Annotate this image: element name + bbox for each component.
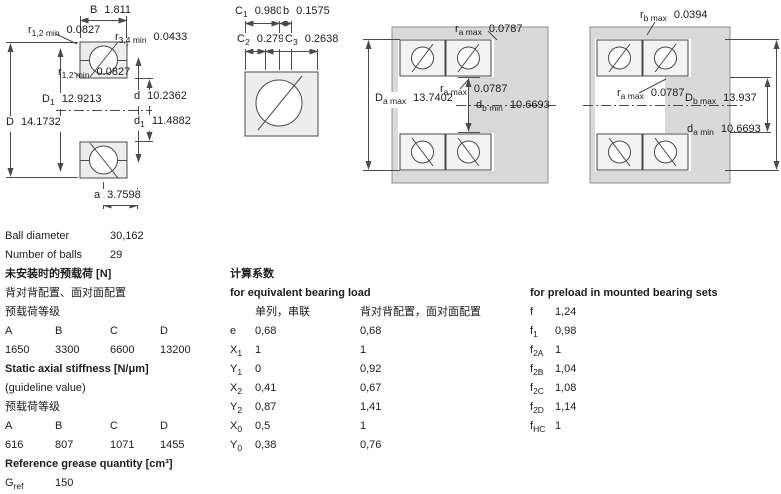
factor-row-value: 1 <box>555 344 562 356</box>
preload-value-b: 3300 <box>55 344 80 356</box>
factor-row-label: f1 <box>530 325 538 340</box>
calc-row-label: X1 <box>230 344 243 359</box>
calc-row-v1: 0,87 <box>255 401 277 413</box>
calc-row-v1: 0,68 <box>255 325 277 337</box>
stiffness-title: Static axial stiffness [N/μm] <box>5 363 149 375</box>
preload-class-a: A <box>5 325 13 337</box>
calc-row-v2: 1,41 <box>360 401 382 413</box>
calc-row-v2: 0,68 <box>360 325 382 337</box>
preload-factors-title: for preload in mounted bearing sets <box>530 287 718 299</box>
stiffness-class-label: 预载荷等级 <box>5 401 60 413</box>
shaft-abutment-svg <box>583 21 780 184</box>
stiffness-class-b: B <box>55 420 63 432</box>
preload-class-b: B <box>55 325 63 337</box>
preload-class-label: 预载荷等级 <box>5 306 60 318</box>
calc-row-v1: 0,41 <box>255 382 277 394</box>
factor-row-value: 0,98 <box>555 325 577 337</box>
calc-row-v1: 0,5 <box>255 420 271 432</box>
stiffness-value-d: 1455 <box>160 439 185 451</box>
calc-row-v2: 0,92 <box>360 363 382 375</box>
calc-subtitle: for equivalent bearing load <box>230 287 371 299</box>
preload-value-c: 6600 <box>110 344 135 356</box>
calc-row-label: Y1 <box>230 363 243 378</box>
calc-row-v2: 0,76 <box>360 439 382 451</box>
factor-row-label: fHC <box>530 420 546 435</box>
calc-row-v1: 0 <box>255 363 262 375</box>
calc-row-label: Y2 <box>230 401 243 416</box>
number-of-balls-value: 29 <box>110 249 123 261</box>
calc-row-v2: 1 <box>360 420 367 432</box>
stiffness-class-c: C <box>110 420 118 432</box>
calc-col-single: 单列，串联 <box>255 306 310 318</box>
cross-section-svg <box>6 16 153 209</box>
factor-row-value: 1 <box>555 420 562 432</box>
preload-value-a: 1650 <box>5 344 30 356</box>
number-of-balls-label: Number of balls <box>5 249 83 261</box>
stiffness-value-c: 1071 <box>110 439 135 451</box>
ball-diameter-label: Ball diameter <box>5 230 70 242</box>
stiffness-value-b: 807 <box>55 439 74 451</box>
calc-row-label: Y0 <box>230 439 243 454</box>
factor-row-value: 1,14 <box>555 401 577 413</box>
calc-row-v2: 1 <box>360 344 367 356</box>
preload-unmounted-title: 未安装时的预载荷 [N] <box>5 268 112 280</box>
factor-row-label: f2A <box>530 344 544 359</box>
preload-value-d: 13200 <box>160 344 191 356</box>
stiffness-note: (guideline value) <box>5 382 86 394</box>
housing-abutment-svg <box>363 26 556 184</box>
grease-value: 150 <box>55 477 74 489</box>
factor-row-label: f <box>530 306 534 318</box>
preload-class-d: D <box>160 325 168 337</box>
factor-row-label: f2D <box>530 401 544 416</box>
factor-row-value: 1,04 <box>555 363 577 375</box>
calc-row-label: e <box>230 325 237 337</box>
stiffness-value-a: 616 <box>5 439 24 451</box>
factor-row-label: f2C <box>530 382 544 397</box>
grease-symbol: Gref <box>5 477 24 492</box>
calc-row-v1: 0,38 <box>255 439 277 451</box>
factor-row-value: 1,08 <box>555 382 577 394</box>
factor-row-label: f2B <box>530 363 544 378</box>
grease-title: Reference grease quantity [cm³] <box>5 458 173 470</box>
preload-class-c: C <box>110 325 118 337</box>
calc-row-v2: 0,67 <box>360 382 382 394</box>
stiffness-class-d: D <box>160 420 168 432</box>
ball-diameter-value: 30,162 <box>110 230 144 242</box>
race-detail-svg <box>244 17 319 137</box>
calc-title: 计算系数 <box>230 268 274 280</box>
calc-row-label: X2 <box>230 382 243 397</box>
preload-config-label: 背对背配置、面对面配置 <box>5 287 126 299</box>
factor-row-value: 1,24 <box>555 306 577 318</box>
calc-row-v1: 1 <box>255 344 262 356</box>
calc-col-paired: 背对背配置，面对面配置 <box>360 306 481 318</box>
calc-row-label: X0 <box>230 420 243 435</box>
stiffness-class-a: A <box>5 420 13 432</box>
